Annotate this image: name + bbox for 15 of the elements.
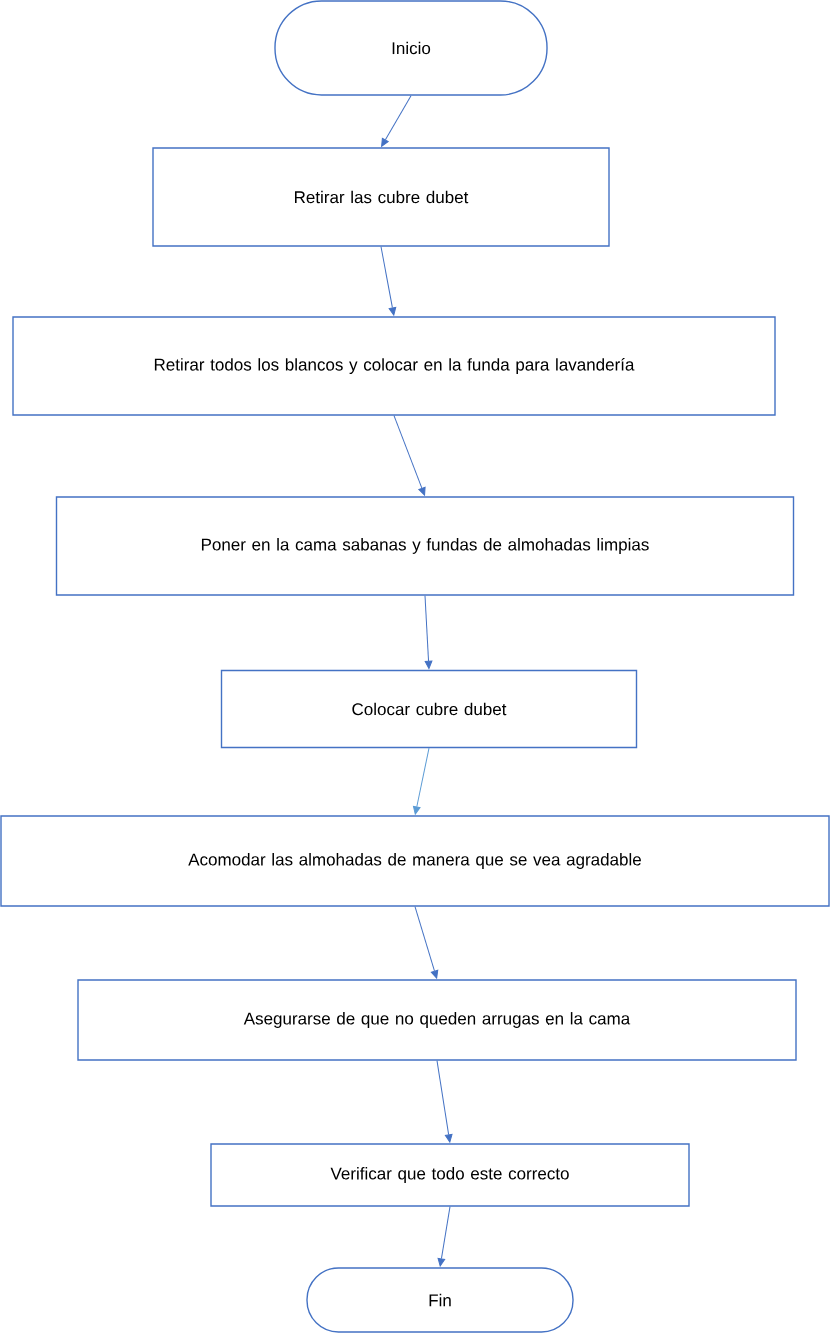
arrow <box>412 747 430 815</box>
process-box: Colocar cubre dubet <box>220 669 638 749</box>
process-box: Retirar las cubre dubet <box>152 147 610 247</box>
arrow <box>380 246 397 316</box>
arrow <box>414 906 439 979</box>
process-box: Verificar que todo este correcto <box>210 1143 690 1207</box>
process-box: Retirar todos los blancos y colocar en la funda para lavandería <box>12 316 776 416</box>
arrow <box>393 415 426 496</box>
arrow <box>381 95 412 147</box>
arrow <box>437 1206 451 1267</box>
process-box: Acomodar las almohadas de manera que se vea agradable <box>0 815 830 907</box>
process-box: Asegurarse de que no queden arrugas en la cama <box>77 979 797 1061</box>
arrow <box>424 595 433 670</box>
process-box: Poner en la cama sabanas y fundas de almohadas limpias <box>55 496 795 596</box>
arrow <box>436 1060 453 1143</box>
